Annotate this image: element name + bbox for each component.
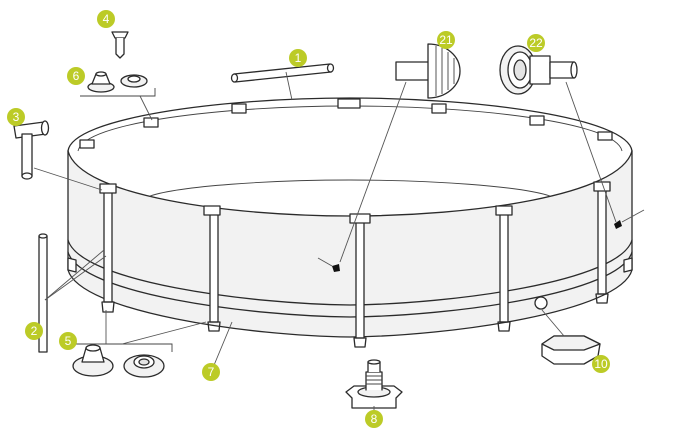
connector [231, 103, 247, 114]
connector [337, 98, 361, 109]
badge-5: 5 [59, 332, 77, 350]
top-rail-tube-icon [230, 63, 335, 101]
badge-4: 4 [97, 10, 115, 28]
connector [529, 115, 545, 126]
drain-valve-icon [345, 359, 403, 409]
badge-10: 10 [592, 355, 610, 373]
drain-plug-cap-icon [541, 309, 601, 365]
wall-fittings [317, 209, 645, 310]
svg-text:4: 4 [103, 12, 110, 26]
leg-cap-icon [72, 310, 207, 378]
badge-1: 1 [289, 49, 307, 67]
svg-text:22: 22 [529, 36, 543, 50]
connector [495, 205, 513, 216]
svg-text:8: 8 [371, 412, 378, 426]
top-cap-icon [80, 71, 156, 121]
t-joint-icon [13, 120, 103, 191]
leg [353, 219, 367, 348]
badge-6: 6 [67, 67, 85, 85]
leg [101, 189, 115, 313]
svg-text:7: 7 [208, 365, 215, 379]
svg-text:3: 3 [13, 110, 20, 124]
leg [67, 257, 77, 273]
badge-22: 22 [527, 34, 545, 52]
drain-port [534, 296, 548, 310]
inlet-strainer-icon [339, 43, 461, 263]
vertical-leg-icon [38, 233, 107, 353]
svg-text:10: 10 [594, 357, 608, 371]
connector [143, 117, 159, 128]
rim-connectors [79, 98, 613, 224]
leg [623, 257, 633, 273]
connector [99, 183, 117, 194]
connector [203, 205, 221, 216]
leg [595, 187, 609, 304]
svg-text:5: 5 [65, 334, 72, 348]
connector [431, 103, 447, 114]
badge-7: 7 [202, 363, 220, 381]
connector [349, 213, 371, 224]
badge-3: 3 [7, 108, 25, 126]
outlet-strainer-icon [499, 45, 617, 223]
pin-icon [111, 31, 129, 59]
connector [597, 131, 613, 141]
inlet-hole [332, 264, 340, 272]
leader-7 [211, 321, 233, 371]
connector [79, 139, 95, 149]
leg [207, 211, 221, 332]
svg-text:1: 1 [295, 51, 302, 65]
svg-text:6: 6 [73, 69, 80, 83]
outlet-hole [614, 220, 622, 229]
badge-8: 8 [365, 410, 383, 428]
svg-text:21: 21 [439, 33, 453, 47]
svg-text:2: 2 [31, 324, 38, 338]
leg [497, 211, 511, 332]
badge-21: 21 [437, 31, 455, 49]
badge-2: 2 [25, 322, 43, 340]
